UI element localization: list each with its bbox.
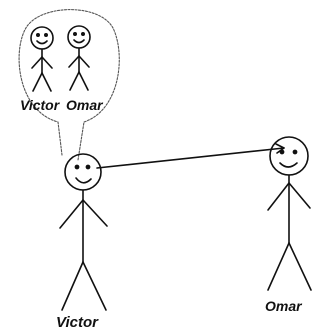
victor-head xyxy=(64,153,102,191)
thought-omar-leg-right xyxy=(78,71,89,91)
victor-arm-right xyxy=(82,199,108,227)
gaze-arrowhead xyxy=(275,143,285,154)
label-victor: Victor xyxy=(56,314,99,331)
victor-leg-left xyxy=(61,261,84,311)
thought-omar-head xyxy=(67,25,91,49)
omar-arm-right xyxy=(288,182,311,209)
thought-victor-smile xyxy=(36,40,48,45)
victor-arm-left xyxy=(59,199,84,229)
omar-head xyxy=(269,136,309,176)
omar-arm-left xyxy=(267,182,290,211)
thought-victor-leg-left xyxy=(32,72,43,92)
label-omar: Omar xyxy=(265,298,303,314)
thought-victor-leg-right xyxy=(41,72,52,92)
victor-leg-right xyxy=(82,261,107,311)
thought-label-omar: Omar xyxy=(66,97,104,113)
thought-victor-head xyxy=(30,26,54,50)
thought-victor-arm-right xyxy=(41,56,53,69)
thought-omar-leg-left xyxy=(69,71,80,91)
thought-omar-arm-right xyxy=(78,55,90,68)
omar-leg-left xyxy=(267,242,290,291)
victor-eye-right xyxy=(85,164,91,170)
thought-figure-omar xyxy=(67,25,91,91)
thought-omar-smile xyxy=(73,39,85,44)
victor-eye-left xyxy=(74,164,80,170)
thought-bubble-outline xyxy=(18,9,120,161)
thought-victor-eye-left xyxy=(35,32,40,37)
thought-omar-eye-right xyxy=(81,31,86,36)
omar-eye-right xyxy=(292,149,298,155)
thought-omar-eye-left xyxy=(73,31,78,36)
omar-smile xyxy=(279,162,298,168)
thought-figure-victor xyxy=(30,26,54,92)
thought-omar-arm-left xyxy=(68,55,80,68)
thought-label-victor: Victor xyxy=(20,97,61,113)
thought-victor-eye-right xyxy=(43,32,48,37)
thought-bubble xyxy=(18,9,120,161)
gaze-line xyxy=(96,147,285,169)
figure-omar xyxy=(267,136,312,291)
thought-victor-arm-left xyxy=(31,56,43,69)
figure-victor xyxy=(59,153,108,311)
victor-smile xyxy=(75,177,92,184)
omar-leg-right xyxy=(288,242,312,291)
